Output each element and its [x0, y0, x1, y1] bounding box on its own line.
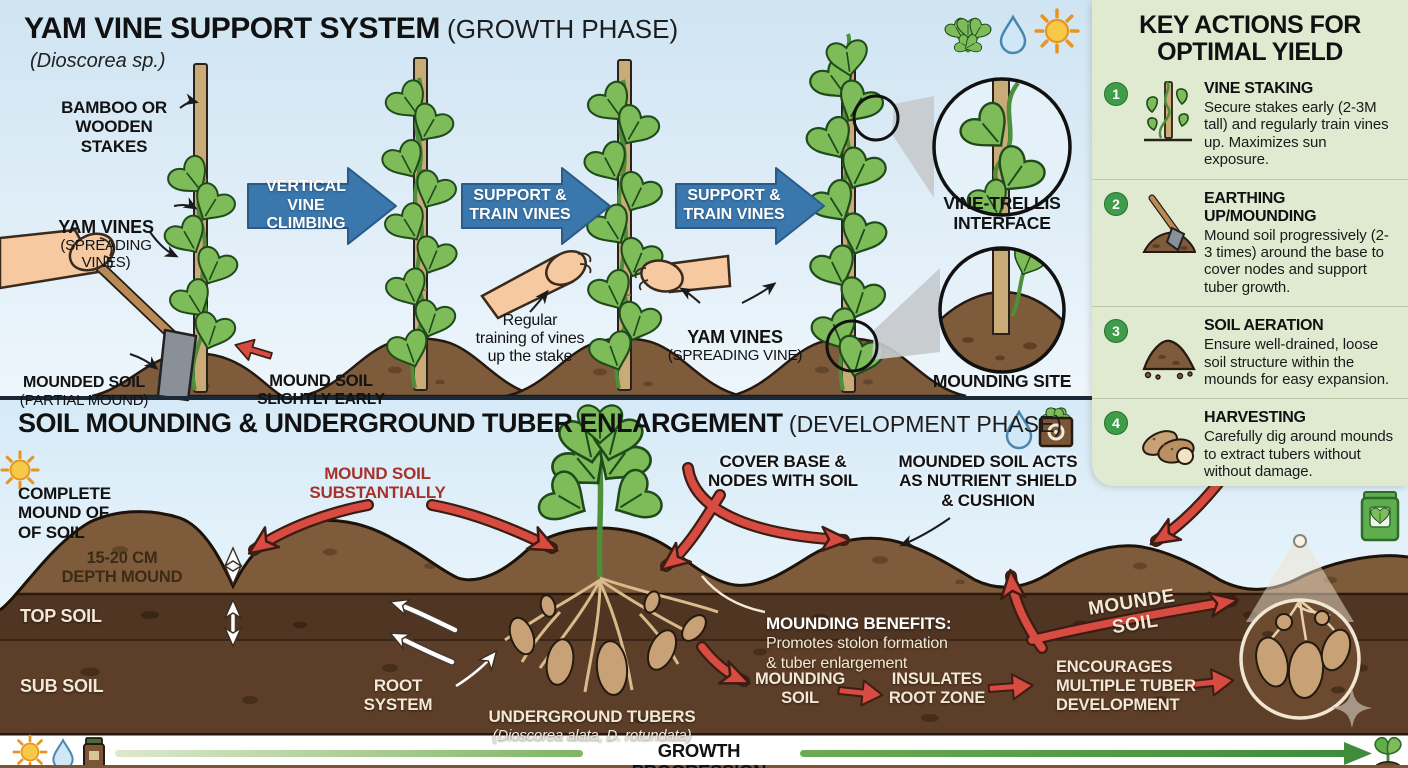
- top-panel: [0, 33, 1092, 402]
- training-note: Regular training of vines up the stake: [475, 312, 585, 366]
- bottom-panel: [0, 404, 1408, 735]
- complete-mound-label: COMPLETE MOUND OF OF SOIL: [18, 484, 111, 542]
- insulates-label: INSULATES ROOT ZONE: [888, 670, 986, 707]
- soil-jar-icon: [83, 737, 105, 768]
- yam-vines2-label: YAM VINES (SPREADING VINE): [667, 326, 803, 365]
- arrow-label-support-train-2: SUPPORT & TRAIN VINES: [683, 187, 785, 223]
- arrow-label-vertical-climbing: VERTICAL VINE CLIMBING: [266, 177, 346, 233]
- mounded-soil-label: MOUNDED SOIL (PARTIAL MOUND): [19, 374, 149, 410]
- hand-with-hoe: [0, 228, 198, 402]
- mound-substantially-label: MOUND SOIL SUBSTANTIALLY: [309, 464, 446, 503]
- arrow-label-support-train-1: SUPPORT & TRAIN VINES: [469, 187, 571, 223]
- yam-vines-label: YAM VINES (SPREADING VINES): [58, 216, 154, 272]
- section-divider: [0, 396, 1092, 400]
- species-label: (Dioscorea sp.): [30, 50, 166, 72]
- key-action-soil-aeration: 3 SOIL AERATION Ensure well-drained, loo…: [1092, 306, 1408, 398]
- top-right-icons: [942, 8, 1080, 58]
- white-arrows: [223, 546, 766, 688]
- mounding-benefits-label: MOUNDING BENEFITS: Promotes stolon forma…: [766, 614, 952, 672]
- key-action-body: Carefully dig around mounds to extract t…: [1204, 428, 1394, 481]
- fertilizer-bag-icon: [1360, 491, 1400, 542]
- mounding-site-label: MOUNDING SITE: [932, 371, 1072, 391]
- vine-trellis-label: VINE-TRELLIS INTERFACE: [943, 193, 1061, 233]
- key-action-heading: VINE STAKING: [1204, 80, 1314, 97]
- root-system: [504, 576, 719, 696]
- key-action-harvesting: 4 HARVESTING Carefully dig around mounds…: [1092, 398, 1408, 486]
- step-badge: 1: [1104, 82, 1128, 106]
- hoe-mound-icon: [1142, 194, 1196, 253]
- key-action-vine-staking: 1 VINE STAKING Secure stakes early (2-3M…: [1092, 70, 1408, 179]
- sun-icon: [1034, 8, 1080, 54]
- key-action-heading: SOIL AERATION: [1204, 317, 1324, 335]
- label-leaders-top: [129, 93, 777, 370]
- step-badge: 2: [1104, 191, 1128, 216]
- tubers-icon: [1142, 430, 1195, 466]
- top-section-title: YAM VINE SUPPORT SYSTEM (GROWTH PHASE): [24, 12, 678, 46]
- bottom-section-title: SOIL MOUNDING & UNDERGROUND TUBER ENLARG…: [18, 408, 1062, 438]
- nutrient-label-leader: [899, 517, 951, 547]
- nutrient-shield-label: MOUNDED SOIL ACTS AS NUTRIENT SHIELD & C…: [898, 452, 1078, 510]
- step-badge: 3: [1104, 319, 1128, 344]
- red-arrows: [247, 462, 1240, 709]
- cover-base-label: COVER BASE & NODES WITH SOIL: [707, 452, 858, 491]
- page-title: YAM VINE SUPPORT SYSTEM: [24, 12, 440, 45]
- sparkle-icon: [1332, 688, 1372, 728]
- encourages-label: ENCOURAGES MULTIPLE TUBER DEVELOPMENT: [1056, 658, 1196, 714]
- key-action-earthing-up: 2 EARTHING UP/MOUNDING Mound soil progre…: [1092, 178, 1408, 307]
- page-title-phase: (GROWTH PHASE): [439, 14, 679, 44]
- key-action-heading: HARVESTING: [1204, 409, 1306, 427]
- soil-pile-icon: [1142, 339, 1196, 380]
- key-action-body: Mound soil progressively (2-3 times) aro…: [1204, 226, 1389, 296]
- mound-early-label: MOUND SOIL SLIGHTLY EARLY: [257, 371, 385, 408]
- bottom-left-sun-icon: [0, 450, 40, 490]
- plant-icon: [942, 15, 994, 58]
- stakes-label: BAMBOO OR WOODEN STAKES: [61, 98, 167, 156]
- depth-label: 15-20 CM DEPTH MOUND: [61, 549, 183, 586]
- zoom-callouts: [825, 77, 1072, 374]
- step-badge: 4: [1104, 411, 1128, 436]
- sun-icon: [12, 734, 48, 768]
- top-soil-label: TOP SOIL: [20, 606, 102, 626]
- tuber-spotlight: [1239, 534, 1372, 728]
- key-actions-title: KEY ACTIONS FOR OPTIMAL YIELD: [1139, 11, 1361, 66]
- growth-progression-label: GROWTH PROGRESSION: [632, 740, 767, 768]
- compost-bag-icon: [1038, 406, 1074, 448]
- training-hand-left: [480, 250, 592, 320]
- process-arrows: [247, 167, 825, 245]
- mounding-soil-label: MOUNDING SOIL: [754, 670, 846, 707]
- underground-tubers-label: UNDERGROUND TUBERS (Dioscorea alata, D. …: [488, 707, 696, 744]
- central-yam-plant: [533, 404, 668, 579]
- training-hand-right: [634, 254, 732, 294]
- sub-soil-label: SUB SOIL: [20, 676, 104, 696]
- key-action-heading: EARTHING UP/MOUNDING: [1204, 189, 1317, 225]
- key-actions-panel: KEY ACTIONS FOR OPTIMAL YIELD 1 VINE STA…: [1092, 0, 1408, 486]
- root-system-label: ROOT SYSTEM: [363, 676, 433, 715]
- footer: [0, 733, 1408, 768]
- key-action-body: Ensure well-drained, loose soil structur…: [1204, 336, 1390, 388]
- stake-vine-icon: [1144, 81, 1192, 142]
- key-action-body: Secure stakes early (2-3M tall) and regu…: [1204, 99, 1389, 169]
- bottom-title-icons: [1005, 406, 1074, 450]
